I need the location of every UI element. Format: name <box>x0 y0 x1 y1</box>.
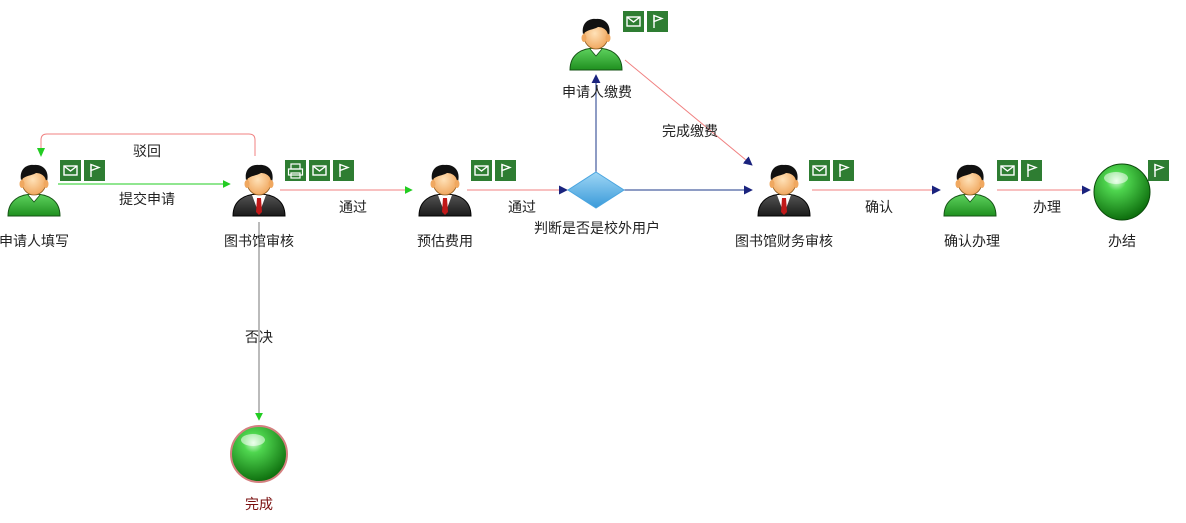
edge-label-handle: 办理 <box>1033 200 1061 216</box>
flag-icon[interactable] <box>332 159 355 182</box>
print-icon[interactable] <box>284 159 307 182</box>
edge-label-confirm: 确认 <box>865 200 893 216</box>
end-circle-icon <box>230 425 288 483</box>
mail-icon[interactable] <box>622 10 645 33</box>
node-label: 完成 <box>245 497 273 513</box>
mail-icon[interactable] <box>470 159 493 182</box>
edge-label-reject: 驳回 <box>133 144 161 160</box>
mail-icon[interactable] <box>59 159 82 182</box>
user-suit-icon <box>232 164 286 217</box>
node-label: 预估费用 <box>417 234 473 250</box>
node-confirm[interactable]: 确认办理 <box>943 159 1043 250</box>
node-label: 判断是否是校外用户 <box>534 220 660 237</box>
edge-label-paid: 完成缴费 <box>662 124 718 140</box>
flag-icon[interactable] <box>1020 159 1043 182</box>
node-finance-review[interactable]: 图书馆财务审核 <box>735 159 855 250</box>
flag-icon[interactable] <box>1147 159 1170 182</box>
node-label: 确认办理 <box>944 234 1000 250</box>
user-green-icon <box>569 18 623 71</box>
node-label: 图书馆财务审核 <box>735 234 833 250</box>
node-library-review[interactable]: 图书馆审核 <box>224 159 355 250</box>
node-end-done[interactable]: 办结 <box>1093 159 1170 250</box>
node-label: 申请人填写 <box>0 234 69 250</box>
user-suit-icon <box>418 164 472 217</box>
user-suit-icon <box>757 164 811 217</box>
mail-icon[interactable] <box>996 159 1019 182</box>
flag-icon[interactable] <box>832 159 855 182</box>
mail-icon[interactable] <box>808 159 831 182</box>
flag-icon[interactable] <box>83 159 106 182</box>
user-green-icon <box>7 164 61 217</box>
node-label: 图书馆审核 <box>224 234 294 250</box>
end-circle-icon <box>1093 163 1151 221</box>
edge-label-pass-1: 通过 <box>339 200 367 216</box>
node-applicant-fill[interactable]: 申请人填写 <box>0 159 106 250</box>
edge-label-submit: 提交申请 <box>119 191 175 208</box>
node-label: 办结 <box>1108 234 1136 250</box>
node-label: 申请人缴费 <box>562 85 632 101</box>
edge-label-veto: 否决 <box>245 330 273 346</box>
edge-label-pass-2: 通过 <box>508 200 536 216</box>
node-end-complete[interactable]: 完成 <box>230 425 288 513</box>
node-estimate-cost[interactable]: 预估费用 <box>417 159 517 250</box>
mail-icon[interactable] <box>308 159 331 182</box>
user-green-icon <box>943 164 997 217</box>
edge-paid[interactable] <box>624 59 753 166</box>
node-applicant-pay[interactable]: 申请人缴费 <box>562 10 669 101</box>
flag-icon[interactable] <box>494 159 517 182</box>
node-decision[interactable]: 判断是否是校外用户 <box>534 171 660 237</box>
edge-reject[interactable] <box>37 133 256 157</box>
decision-diamond-icon <box>567 171 625 209</box>
flag-icon[interactable] <box>646 10 669 33</box>
